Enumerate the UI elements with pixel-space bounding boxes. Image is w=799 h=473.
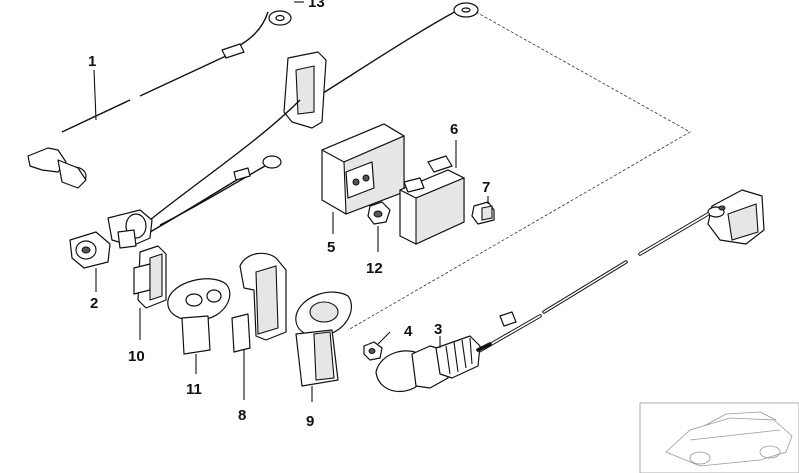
part-9-boot [295,291,352,387]
label-12: 12 [366,260,383,277]
label-8: 8 [238,407,246,424]
label-10: 10 [128,348,145,365]
label-11: 11 [186,381,202,398]
part-11-grommet [167,278,231,355]
part-10-clip [133,245,167,309]
label-6: 6 [450,121,458,138]
leader-1 [93,69,97,121]
part-13-ring-terminal [268,10,292,26]
part-8-cover [231,252,287,353]
part-2-terminal-clamp [69,209,153,269]
label-2: 2 [90,295,98,312]
positive-cable-right [472,189,765,356]
main-cable-harness [149,2,479,233]
leader-4 [377,331,391,345]
part-7-small-clip [471,201,495,225]
label-4: 4 [404,323,413,340]
label-1: 1 [88,53,96,70]
assembly-line-1 [347,11,691,331]
label-5: 5 [327,239,335,256]
label-3: 3 [434,321,442,338]
label-13: 13 [308,0,325,11]
part-5-junction-block [321,123,405,215]
label-9: 9 [306,413,314,430]
part-3-bellows-boot [375,335,492,393]
label-7: 7 [482,179,490,196]
part-6-cover-cap [399,155,465,245]
part-4-nut [363,341,383,361]
car-thumbnail [639,402,799,473]
part-12-nut [367,201,391,225]
part-1-battery-cable [27,11,269,189]
